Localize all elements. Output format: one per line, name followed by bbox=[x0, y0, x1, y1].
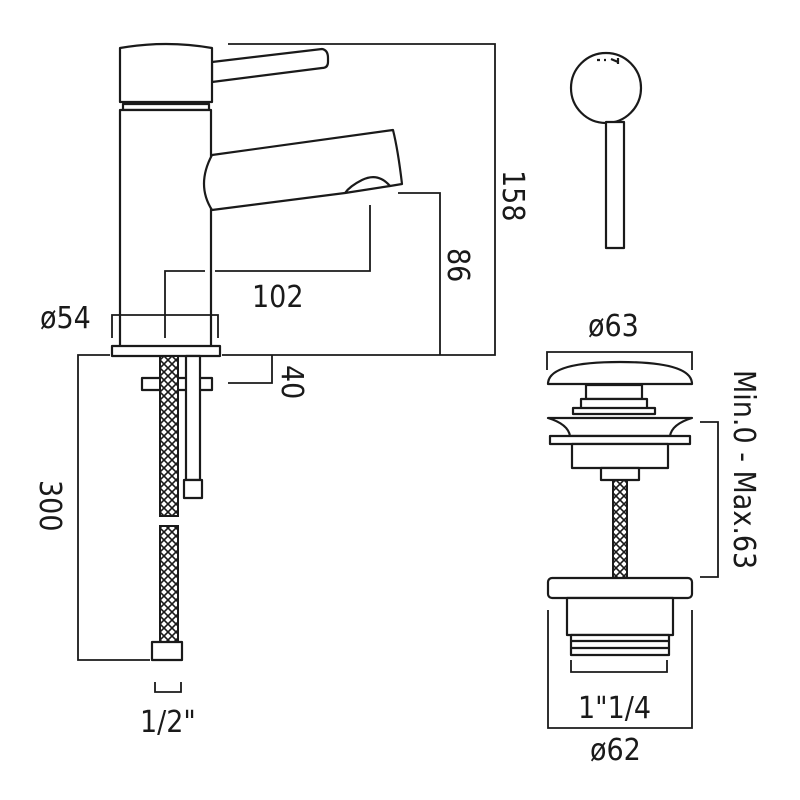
flexible-hose-lower bbox=[159, 525, 179, 643]
tap-dimensions: 158 86 102 ø54 40 300 1/2" bbox=[32, 43, 530, 740]
hose-connector-nut bbox=[150, 640, 184, 662]
tap-top-view bbox=[569, 51, 643, 250]
dim-158-label: 158 bbox=[495, 170, 530, 222]
tap-top-circle bbox=[569, 51, 643, 125]
dim-thread-label: 1"1/4 bbox=[578, 691, 651, 726]
dim-54-label: ø54 bbox=[40, 301, 91, 336]
fixing-nut bbox=[182, 478, 204, 500]
dim-min-max-label: Min.0 - Max.63 bbox=[726, 370, 761, 569]
click-clack-waste bbox=[546, 360, 694, 657]
fixing-rod bbox=[184, 354, 202, 482]
dim-86-label: 86 bbox=[440, 248, 475, 282]
tap-side-view bbox=[110, 42, 404, 662]
waste-thread bbox=[569, 633, 671, 657]
dim-62-label: ø62 bbox=[590, 733, 641, 768]
waste-cap bbox=[546, 360, 694, 386]
spout-aerator bbox=[344, 184, 391, 195]
dim-63-label: ø63 bbox=[588, 309, 639, 344]
flexible-hose-upper bbox=[159, 355, 179, 517]
dim-half-inch-label: 1/2" bbox=[140, 705, 196, 740]
waste-body-flange bbox=[546, 576, 694, 600]
dim-300-label: 300 bbox=[32, 480, 67, 532]
tap-top-lever bbox=[604, 120, 626, 250]
waste-spindle bbox=[612, 479, 628, 579]
dim-40-label: 40 bbox=[274, 365, 309, 399]
waste-flange bbox=[546, 416, 694, 438]
waste-dimensions: ø63 Min.0 - Max.63 1"1/4 ø62 bbox=[546, 309, 761, 768]
waste-body bbox=[565, 596, 675, 637]
dim-102-label: 102 bbox=[252, 280, 304, 315]
tap-spout bbox=[202, 128, 404, 212]
tap-lever-handle bbox=[210, 47, 330, 84]
tap-head-cap bbox=[118, 42, 214, 104]
tap-base-plate bbox=[110, 344, 222, 358]
